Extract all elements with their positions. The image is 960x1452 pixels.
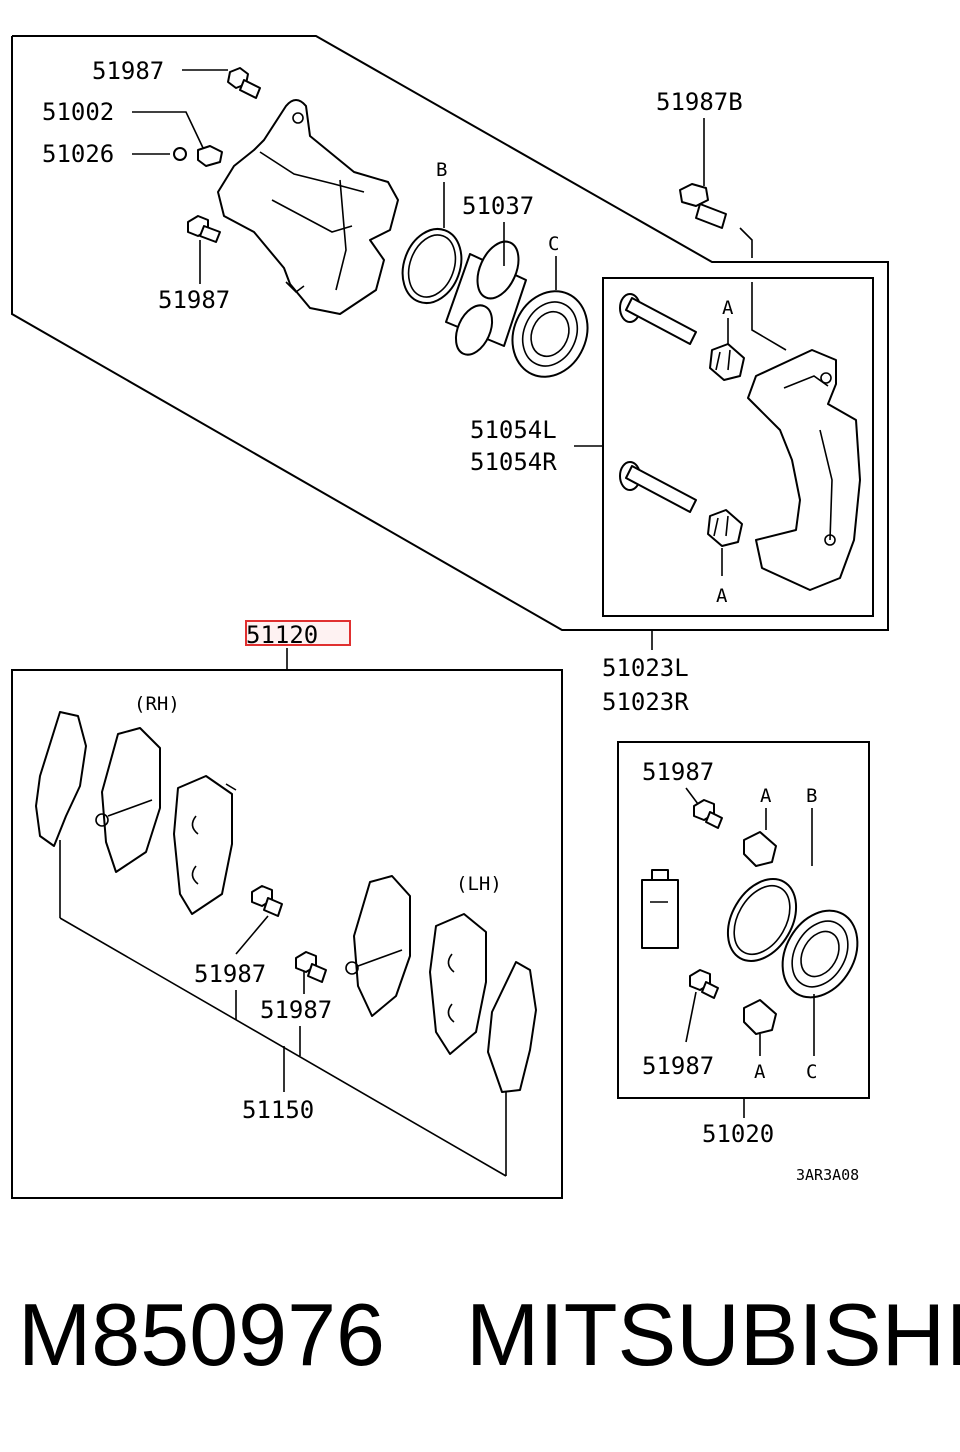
label-kit-51987-top: 51987 [642, 758, 714, 786]
dust-boot-icon [511, 256, 589, 378]
label-51026: 51026 [42, 140, 114, 168]
bolt-51987-top-icon [182, 67, 261, 99]
drawing-code: 3AR3A08 [796, 1166, 859, 1184]
label-A-lower: A [716, 585, 728, 607]
bolt-51987-pad1-icon [235, 885, 283, 955]
shim-rh-outer-icon [35, 711, 87, 918]
brake-pad-rh-outer-icon [173, 775, 237, 915]
product-caption: M850976 MITSUBISHI [0, 1280, 960, 1390]
kit-pin-boot-bottom-icon [743, 999, 777, 1056]
caliper-support-box [602, 277, 874, 617]
pad-set-leaders [59, 917, 507, 1177]
bolt-51987B-icon [679, 118, 753, 258]
label-C-top: C [548, 233, 559, 255]
pin-boot-upper-icon [709, 318, 745, 381]
kit-bolt-bottom-icon [685, 969, 719, 1043]
part-highlight-box [245, 620, 351, 646]
label-51987B: 51987B [656, 88, 743, 116]
label-kit-51987-bottom: 51987 [642, 1052, 714, 1080]
pad-set-frame [11, 669, 563, 1199]
part-number-text: M850976 [18, 1285, 385, 1384]
label-51987-pad2: 51987 [260, 996, 332, 1024]
piston-icon [445, 222, 527, 356]
label-51987-top: 51987 [92, 57, 164, 85]
label-lh: (LH) [456, 873, 502, 895]
label-51987-pad1: 51987 [194, 960, 266, 988]
kit-seal-ring-icon [726, 808, 813, 962]
bleeder-screw-icon [132, 111, 223, 167]
label-51987-mid: 51987 [158, 286, 230, 314]
label-51120[interactable]: 51120 [246, 621, 318, 649]
label-kit-C: C [806, 1061, 817, 1083]
brake-pad-lh-inner-icon [345, 875, 411, 1017]
label-B-top: B [436, 159, 447, 181]
kit-pin-boot-top-icon [743, 808, 777, 867]
brand-text: MITSUBISHI [466, 1285, 960, 1384]
grease-tube-icon [641, 869, 679, 949]
pin-boot-lower-icon [707, 509, 743, 576]
label-kit-B: B [806, 785, 817, 807]
guide-pin-lower-icon [619, 461, 697, 513]
kit-boot-seal-icon [781, 909, 859, 1056]
label-51023L: 51023L [602, 654, 689, 682]
bolt-51987-pad2-icon [295, 951, 327, 994]
label-A-upper: A [722, 297, 734, 319]
shim-lh-outer-icon [487, 961, 537, 1176]
label-kit-A-top: A [760, 785, 772, 807]
label-rh: (RH) [134, 693, 180, 715]
caliper-assembly-frame [11, 35, 889, 631]
brake-pad-lh-outer-icon [429, 913, 487, 1055]
label-51150: 51150 [242, 1096, 314, 1124]
label-51037: 51037 [462, 192, 534, 220]
guide-pin-upper-icon [619, 293, 697, 345]
label-51020: 51020 [702, 1120, 774, 1148]
label-51023R: 51023R [602, 688, 689, 716]
kit-bolt-top-icon [685, 787, 723, 829]
label-51054L: 51054L [470, 416, 557, 444]
label-51002: 51002 [42, 98, 114, 126]
caliper-body-icon [217, 99, 399, 315]
label-51054R: 51054R [470, 448, 557, 476]
label-kit-A-bottom: A [754, 1061, 766, 1083]
brake-pad-rh-inner-icon [95, 727, 161, 873]
bolt-51987-mid-icon [187, 215, 221, 284]
piston-seal-ring-icon [401, 182, 463, 304]
caliper-support-bracket-icon [747, 349, 861, 591]
